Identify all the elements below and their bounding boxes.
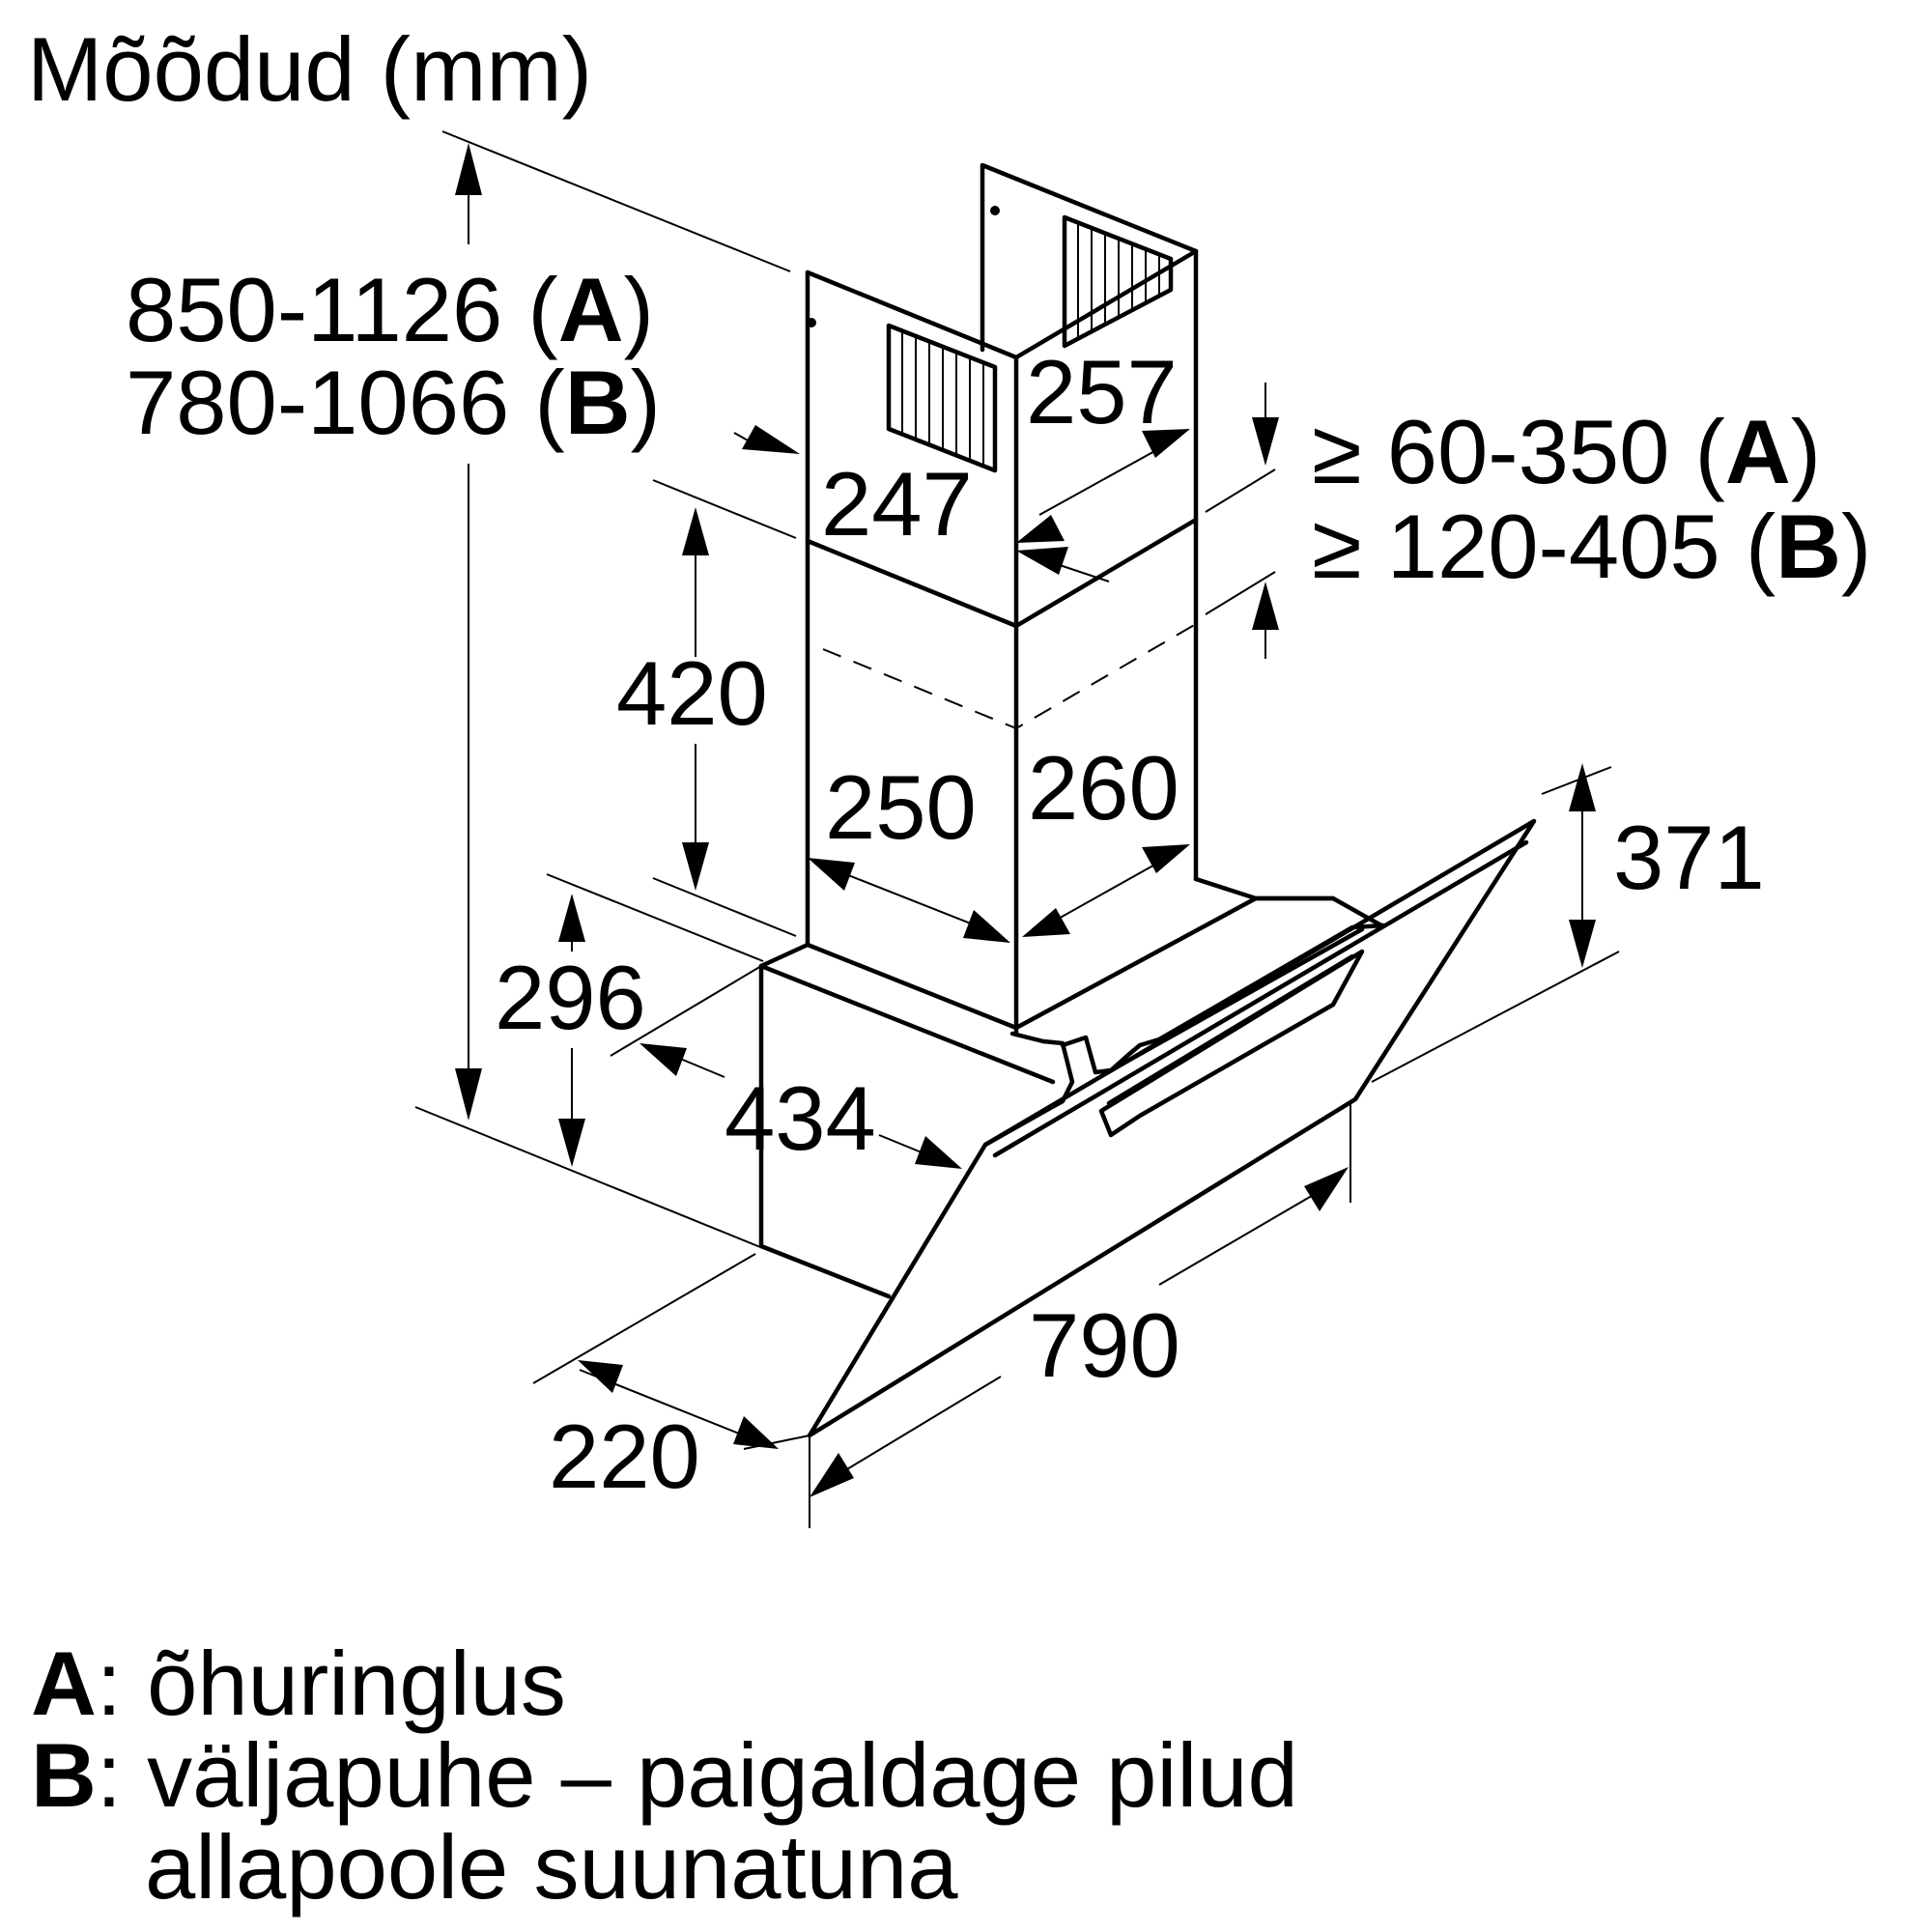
hood-body (758, 876, 1386, 1299)
glass-panel (807, 818, 1537, 1438)
overall-height-label-b: 780-1066 (B) (126, 352, 661, 453)
extension-lines (414, 130, 1620, 1528)
hood-width-label: 790 (1029, 1294, 1180, 1396)
vent-slots-front (886, 323, 998, 473)
chimney-upper-depth-label: 247 (821, 453, 973, 554)
legend: A: õhuringlus B: väljapuhe – paigaldage … (31, 1633, 1298, 1918)
ceiling-gap-label-b: ≥ 120-405 (B) (1312, 496, 1871, 597)
chimney-lower-section (805, 517, 1199, 1031)
page-title: Mõõdud (mm) (27, 18, 592, 120)
ceiling-gap-label-a: ≥ 60-350 (A) (1312, 401, 1821, 502)
arrowheads (455, 143, 1596, 1497)
vent-slots-side (1062, 214, 1174, 349)
body-depth-label: 434 (724, 1067, 876, 1169)
legend-item-b-continuation: allapoole suunatuna (145, 1816, 958, 1918)
legend-item-a: A: õhuringlus (31, 1633, 566, 1734)
overall-height-label-a: 850-1126 (A) (126, 259, 654, 360)
bottom-depth-label: 220 (549, 1406, 700, 1507)
chimney-lower-depth-label: 250 (825, 756, 977, 858)
chimney-upper-width-label: 257 (1026, 341, 1178, 442)
chimney-lower-height-label: 420 (616, 642, 768, 744)
body-height-label: 296 (495, 947, 646, 1048)
legend-item-b: B: väljapuhe – paigaldage pilud (31, 1724, 1298, 1826)
glass-height-label: 371 (1613, 807, 1765, 908)
chimney-lower-width-label: 260 (1028, 737, 1179, 838)
